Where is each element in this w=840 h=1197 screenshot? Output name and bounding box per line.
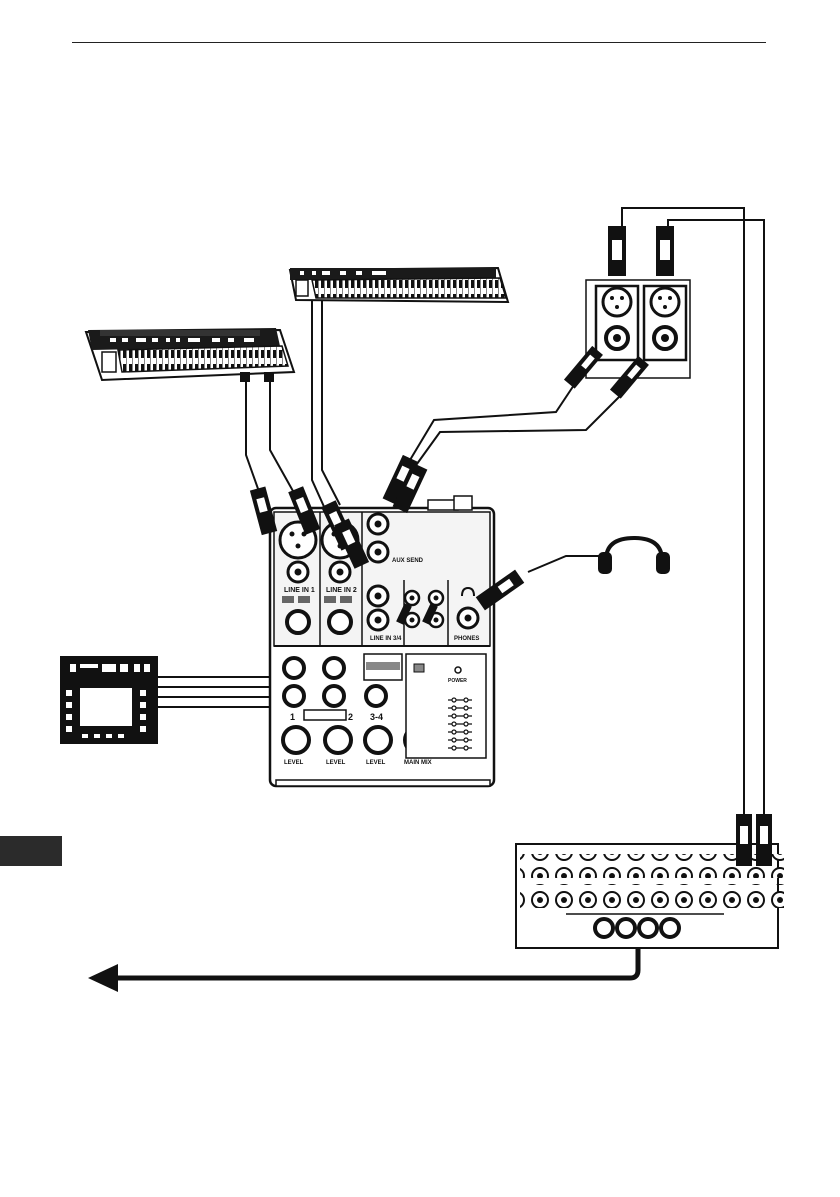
mixer: LINE IN 1 LINE IN 2 AUX SEND LINE IN 3/4…: [270, 496, 494, 786]
label-ch1: 1: [290, 712, 295, 722]
xlr-socket-right: [651, 288, 679, 316]
drum-machine-pad: [60, 656, 158, 744]
stage-snake-box: [516, 814, 784, 948]
keyboard-controller: [290, 268, 508, 302]
label-line-in-1: LINE IN 1: [284, 587, 315, 594]
stage-monitor-speakers: [564, 226, 690, 399]
label-level-1: LEVEL: [284, 760, 304, 766]
label-ch2: 2: [348, 712, 353, 722]
label-ch34: 3-4: [370, 712, 383, 722]
xlr-socket-left: [603, 288, 631, 316]
label-line-in-34: LINE IN 3/4: [370, 636, 402, 642]
cable-monitor-left: [410, 382, 576, 460]
label-phones: PHONES: [454, 636, 479, 642]
output-arrow: [88, 948, 638, 992]
label-main-mix: MAIN MIX: [404, 760, 432, 766]
synthesizer-keyboard: [86, 328, 294, 382]
plug-synth-right: [264, 372, 274, 382]
label-power: POWER: [448, 678, 467, 684]
label-level-2: LEVEL: [326, 760, 346, 766]
plug-synth-left: [240, 372, 250, 382]
label-level-3: LEVEL: [366, 760, 386, 766]
section-tab: [0, 836, 62, 866]
cable-controller-right: [322, 296, 340, 505]
header-rule: [72, 42, 766, 43]
label-line-in-2: LINE IN 2: [326, 587, 357, 594]
cable-monitor-right: [414, 392, 624, 468]
cable-headphones: [528, 556, 608, 572]
label-aux-send: AUX SEND: [392, 558, 424, 564]
headphones: [598, 538, 670, 574]
cable-synth-left: [246, 380, 262, 500]
cable-synth-right: [270, 380, 298, 500]
